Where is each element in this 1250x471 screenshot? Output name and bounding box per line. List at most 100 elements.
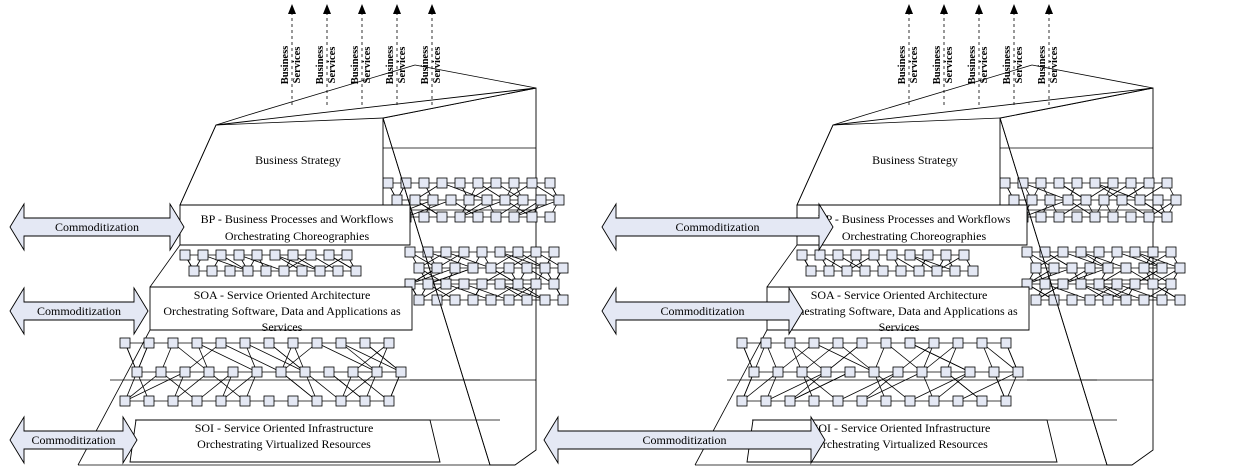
service-node (467, 262, 479, 274)
service-node (1044, 194, 1056, 206)
service-node (1156, 262, 1168, 274)
soi-label-line2: Orchestrating Virtualized Resources (197, 437, 371, 451)
network-edge (1062, 267, 1109, 285)
service-node (485, 262, 497, 274)
service-node (1008, 194, 1020, 206)
business-service-label: Business (897, 46, 908, 85)
business-service-arrowhead (940, 4, 948, 14)
service-node (928, 395, 940, 407)
service-node (1026, 194, 1038, 206)
network-edge (196, 342, 258, 373)
service-node (958, 249, 970, 261)
service-node (436, 177, 448, 189)
service-node (949, 265, 961, 277)
service-node (1080, 194, 1092, 206)
service-node (940, 249, 952, 261)
service-node (472, 177, 484, 189)
network-edge (124, 371, 162, 402)
business-service-label: Business (315, 46, 326, 85)
business-service-arrowhead (393, 4, 401, 14)
commoditization-arrow-shape (601, 286, 804, 336)
service-node (1102, 262, 1114, 274)
service-node (1134, 194, 1146, 206)
network-edge (244, 342, 306, 373)
business-service-arrowhead (905, 4, 913, 14)
service-node (868, 366, 880, 378)
network-edge (172, 342, 210, 373)
back-network (382, 177, 569, 306)
service-node (976, 337, 988, 349)
commoditization-arrow-shape (543, 415, 826, 465)
service-node (458, 246, 470, 258)
soi-label-line1: SOI - Service Oriented Infrastructure (195, 421, 374, 435)
service-node (239, 395, 251, 407)
service-node (1107, 177, 1119, 189)
service-node (796, 366, 808, 378)
top-face-edge (1031, 64, 1154, 89)
network-edge (837, 342, 875, 373)
service-node (167, 337, 179, 349)
service-node (814, 249, 826, 261)
service-node (886, 249, 898, 261)
service-node (454, 211, 466, 223)
frame-edge (796, 124, 834, 206)
service-node (1129, 246, 1141, 258)
service-node (1143, 211, 1155, 223)
network-edge (184, 342, 222, 373)
service-node (188, 265, 200, 277)
service-node (179, 249, 191, 261)
service-node (314, 265, 326, 277)
business-service-arrowhead (323, 4, 331, 14)
service-node (517, 194, 529, 206)
service-node (823, 265, 835, 277)
service-node (805, 265, 817, 277)
service-node (323, 366, 335, 378)
service-node (1048, 294, 1060, 306)
business-service-label: Business (420, 46, 431, 85)
front-top-edge (832, 117, 1001, 126)
business-service-label: Services (944, 47, 955, 84)
network-edge (921, 342, 959, 373)
service-node (1125, 177, 1137, 189)
service-node (251, 366, 263, 378)
service-node (499, 194, 511, 206)
service-node (481, 194, 493, 206)
bp-label-line2: Orchestrating Choreographies (225, 229, 370, 243)
service-node (1030, 262, 1042, 274)
service-node (1062, 194, 1074, 206)
frame-edge (179, 124, 217, 206)
service-node (119, 395, 131, 407)
service-node (1161, 177, 1173, 189)
service-node (431, 262, 443, 274)
service-node (1093, 278, 1105, 290)
service-node (736, 395, 748, 407)
service-node (557, 294, 569, 306)
service-node (916, 366, 928, 378)
service-node (1084, 294, 1096, 306)
soi-label-line2: Orchestrating Virtualized Resources (814, 437, 988, 451)
service-node (1129, 278, 1141, 290)
commoditization-arrow-3: Commoditization (543, 415, 826, 465)
service-node (526, 211, 538, 223)
soa-label-line3: Services (879, 320, 920, 334)
front-block (77, 64, 537, 466)
service-node (544, 177, 556, 189)
network-edge (909, 254, 956, 272)
soa-layer-box (149, 286, 413, 331)
service-node (1111, 278, 1123, 290)
strategy-label: Business Strategy (255, 153, 341, 167)
commoditization-label: Commoditization (55, 220, 139, 234)
service-node (1098, 194, 1110, 206)
front-top-edge (215, 117, 384, 126)
bp-label-line1: BP - Business Processes and Workflows (818, 212, 1011, 226)
service-node (832, 249, 844, 261)
network-edge (789, 342, 827, 373)
service-node (760, 395, 772, 407)
service-node (856, 337, 868, 349)
network-edge (765, 371, 827, 402)
service-node (796, 249, 808, 261)
service-node (526, 177, 538, 189)
service-node (449, 294, 461, 306)
